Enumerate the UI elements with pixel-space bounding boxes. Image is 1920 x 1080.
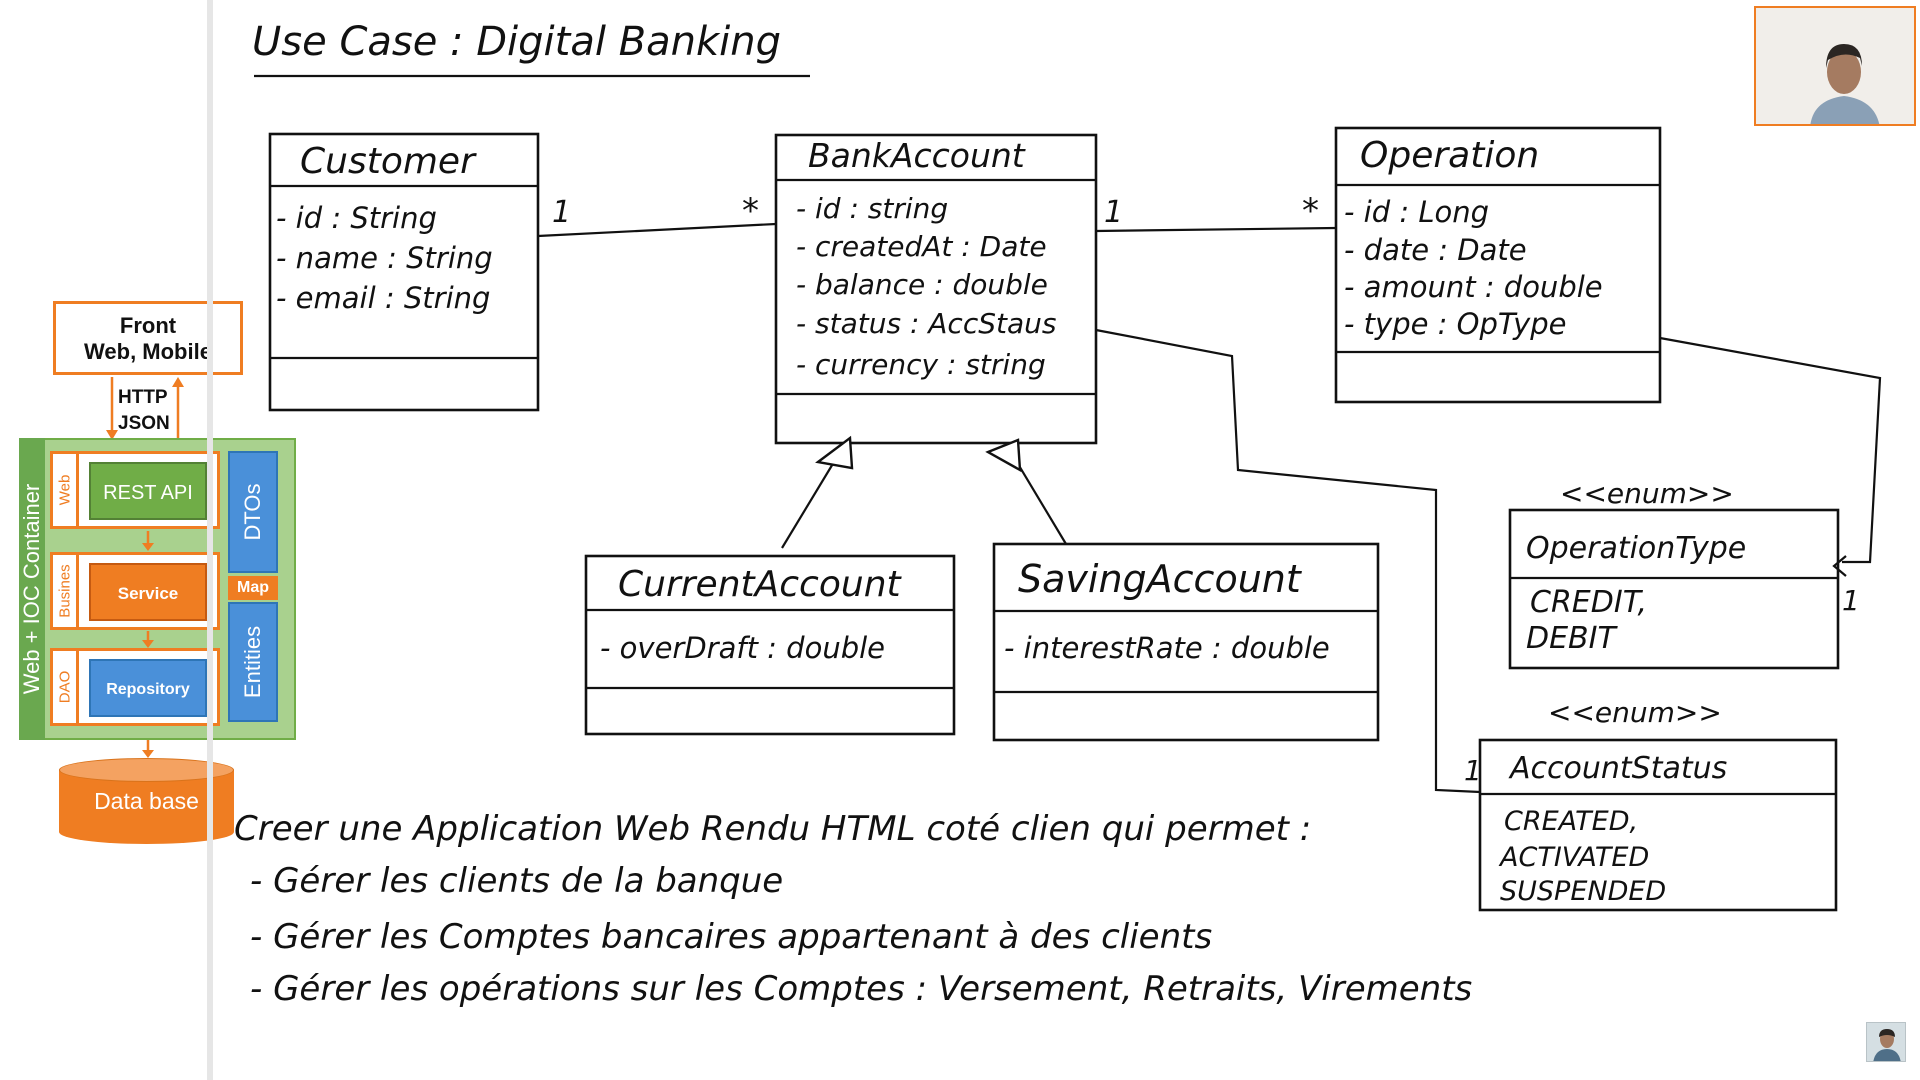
accstatus-value-created: CREATED, xyxy=(1504,806,1638,837)
channel-avatar-image xyxy=(1867,1023,1905,1061)
optype-stereotype: <<enum>> xyxy=(1560,477,1734,510)
class-currentaccount-name: CurrentAccount xyxy=(618,564,903,605)
database-label: Data base xyxy=(94,788,199,814)
presenter-avatar xyxy=(1756,8,1914,124)
layer-dao: DAO Repository xyxy=(50,648,220,726)
generalization-currentaccount xyxy=(781,451,841,549)
bankaccount-attr-currency: - currency : string xyxy=(796,348,1046,381)
requirement-3: - Gérer les opérations sur les Comptes :… xyxy=(250,969,1472,1009)
class-currentaccount xyxy=(584,554,956,736)
optype-value-debit: DEBIT xyxy=(1526,621,1618,656)
service-block: Service xyxy=(89,563,207,621)
operation-attr-type: - type : OpType xyxy=(1344,307,1567,341)
class-bankaccount xyxy=(774,133,1098,445)
currentaccount-attr-overdraft: - overDraft : double xyxy=(600,631,885,665)
accstatus-value-suspended: SUSPENDED xyxy=(1500,876,1666,907)
rest-api-block: REST API xyxy=(89,462,207,520)
class-operation xyxy=(1334,126,1662,404)
accstatus-value-activated: ACTIVATED xyxy=(1498,842,1649,873)
operation-attr-id: - id : Long xyxy=(1344,195,1489,229)
map-badge: Map xyxy=(228,576,278,600)
savingaccount-attr-interestrate: - interestRate : double xyxy=(1004,631,1330,665)
dtos-column: DTOs xyxy=(228,451,278,573)
architecture-arrows xyxy=(106,377,184,440)
layer-business: Busines Service xyxy=(50,552,220,630)
requirements-heading: Creer une Application Web Rendu HTML cot… xyxy=(234,809,1311,849)
class-savingaccount-name: SavingAccount xyxy=(1018,557,1303,601)
operation-attr-amount: - amount : double xyxy=(1344,270,1603,304)
assoc-bankaccount-accountstatus xyxy=(1095,328,1481,794)
mult-account-from-customer: * xyxy=(742,191,759,231)
inheritance-triangle-2 xyxy=(985,438,1022,473)
requirement-2: - Gérer les Comptes bancaires appartenan… xyxy=(250,917,1212,957)
layer-arrows xyxy=(142,531,154,758)
enum-operationtype xyxy=(1508,508,1840,670)
protocol-label: HTTP JSON xyxy=(118,385,170,437)
mult-accountstatus: 1 xyxy=(1464,754,1482,787)
assoc-customer-bankaccount xyxy=(537,222,777,238)
front-label-line2: Web, Mobile xyxy=(84,339,212,364)
class-bankaccount-name: BankAccount xyxy=(808,136,1026,175)
accstatus-stereotype: <<enum>> xyxy=(1548,696,1722,729)
mult-optype: 1 xyxy=(1842,584,1860,617)
layer-web: Web REST API xyxy=(50,451,220,529)
class-operation-name: Operation xyxy=(1360,135,1539,176)
mult-customer: 1 xyxy=(552,195,571,230)
page-divider xyxy=(207,0,213,1080)
mult-operation: * xyxy=(1302,191,1319,231)
enum-accountstatus xyxy=(1478,738,1838,912)
customer-attr-email: - email : String xyxy=(276,281,490,315)
customer-attr-id: - id : String xyxy=(276,201,437,235)
front-label-line1: Front xyxy=(119,313,177,338)
channel-avatar[interactable] xyxy=(1866,1022,1906,1062)
protocol-json: JSON xyxy=(118,413,170,434)
class-customer xyxy=(268,132,540,412)
repository-block: Repository xyxy=(89,659,207,717)
class-customer-name: Customer xyxy=(300,141,477,182)
bankaccount-attr-id: - id : string xyxy=(796,192,948,225)
database-cylinder: Data base xyxy=(59,758,234,844)
layer-business-side: Busines xyxy=(53,555,79,627)
enum-accountstatus-name: AccountStatus xyxy=(1508,751,1727,786)
operation-attr-date: - date : Date xyxy=(1344,233,1527,267)
entities-column: Entities xyxy=(228,602,278,722)
optype-value-credit: CREDIT, xyxy=(1530,585,1647,620)
inheritance-triangle-1 xyxy=(815,435,854,470)
assoc-operation-optype xyxy=(1659,336,1882,564)
mult-account-to-operation: 1 xyxy=(1104,195,1123,230)
requirement-1: - Gérer les clients de la banque xyxy=(250,861,783,901)
assoc-bankaccount-operation xyxy=(1095,226,1337,233)
enum-operationtype-name: OperationType xyxy=(1526,531,1746,566)
bankaccount-attr-createdat: - createdAt : Date xyxy=(796,230,1047,263)
protocol-http: HTTP xyxy=(118,387,168,408)
architecture-panel: Front Web, Mobile HTTP JSON Web + IOC Co… xyxy=(0,0,300,1080)
layer-dao-side: DAO xyxy=(53,651,79,723)
bankaccount-attr-balance: - balance : double xyxy=(796,268,1048,301)
bankaccount-attr-status: - status : AccStaus xyxy=(796,307,1056,340)
class-savingaccount xyxy=(992,542,1380,742)
customer-attr-name: - name : String xyxy=(276,241,493,275)
ioc-container-strip xyxy=(19,438,45,740)
webcam-video xyxy=(1754,6,1916,126)
optype-arrow-head xyxy=(1832,555,1847,577)
page-title: Use Case : Digital Banking xyxy=(252,19,781,65)
layer-web-side: Web xyxy=(53,454,79,526)
